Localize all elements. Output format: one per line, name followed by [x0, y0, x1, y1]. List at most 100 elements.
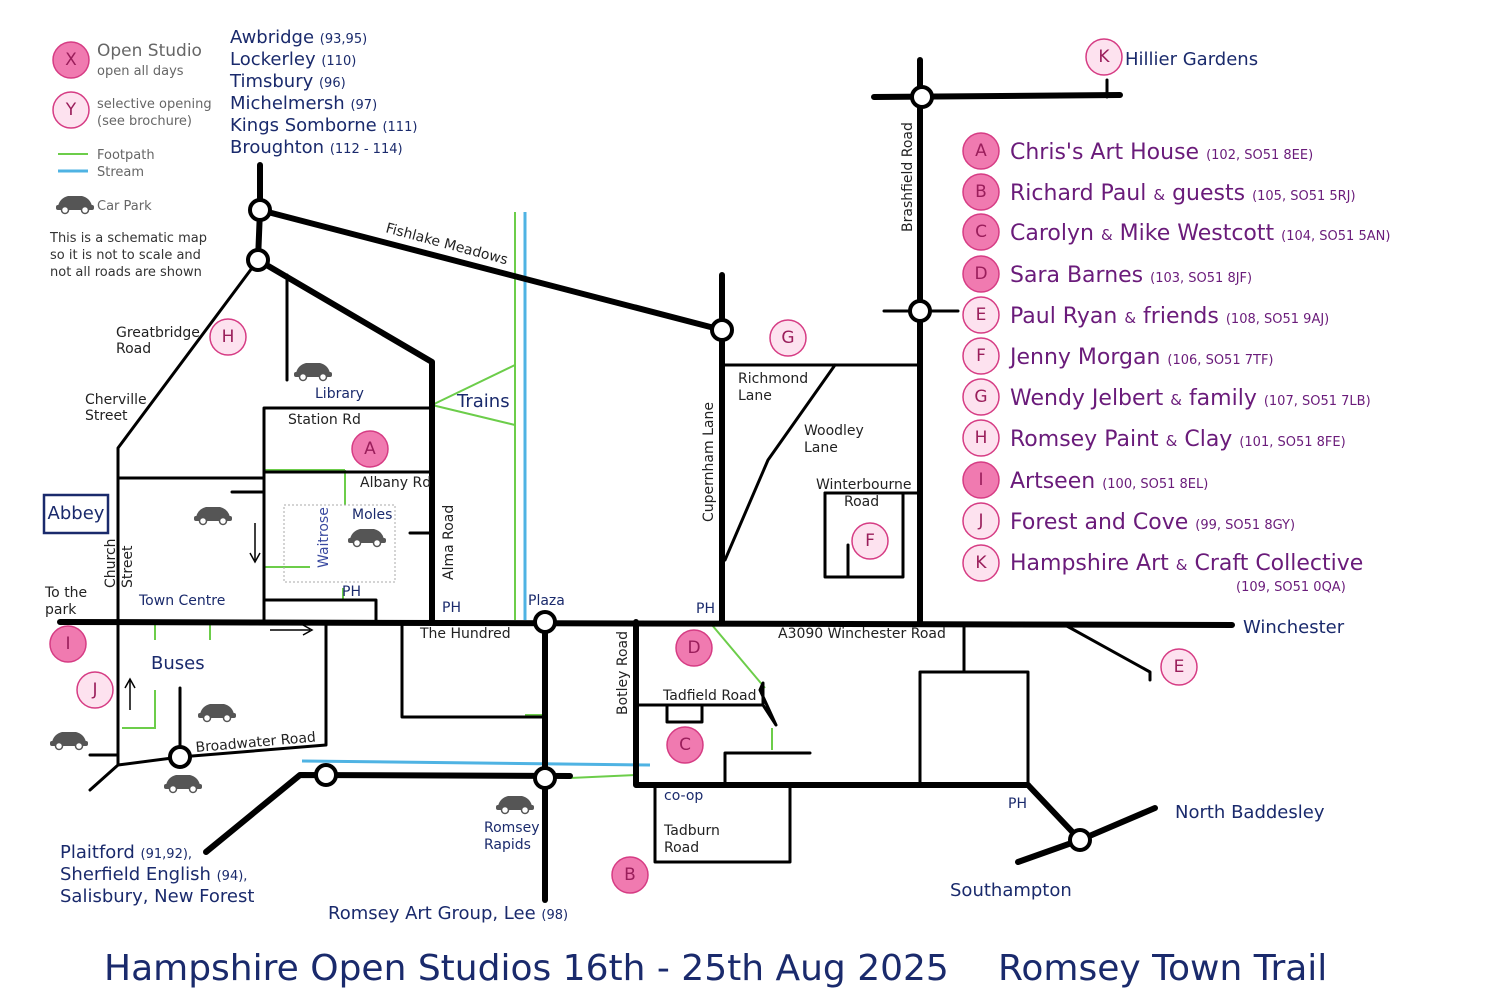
text: F	[865, 531, 875, 551]
road-labels: Fishlake Meadows Brashfield Road Greatbr…	[85, 122, 946, 856]
text: Awbridge	[230, 27, 314, 48]
circle	[962, 255, 1000, 293]
studio-marker-i[interactable]: I	[49, 625, 87, 663]
studio-list-item-h[interactable]: H Romsey Paint & Clay (101, SO51 8FE)	[962, 419, 1346, 457]
studio-marker-h[interactable]: H	[209, 318, 247, 356]
footpaths	[122, 212, 773, 779]
text: Carolyn	[1010, 221, 1094, 246]
studio-list-item-c[interactable]: C Carolyn & Mike Westcott (104, SO51 5AN…	[962, 213, 1390, 251]
place-name: Kings Somborne (111)	[230, 115, 417, 136]
text: family	[1189, 386, 1257, 411]
brashfield-road-label: Brashfield Road	[900, 122, 916, 232]
road	[723, 363, 837, 562]
studio-list-item-f[interactable]: F Jenny Morgan (106, SO51 7TF)	[962, 337, 1274, 375]
text: Salisbury, New Forest	[60, 886, 254, 907]
text: guests	[1172, 181, 1245, 206]
road	[257, 207, 725, 333]
studio-list-item-a[interactable]: A Chris's Art House (102, SO51 8EE)	[962, 132, 1313, 170]
text: friends	[1143, 304, 1219, 329]
studio-marker-k[interactable]: K	[1085, 38, 1123, 76]
north-baddesley-label: North Baddesley	[1175, 802, 1325, 823]
text: K	[1098, 47, 1110, 67]
studio-list-item-b[interactable]: B Richard Paul & guests (105, SO51 5RJ)	[962, 173, 1356, 211]
footpath	[569, 774, 637, 779]
road	[255, 257, 435, 625]
romsey-art-group-ref: (98)	[541, 908, 568, 923]
studio-list-item-g[interactable]: G Wendy Jelbert & family (107, SO51 7LB)	[962, 378, 1371, 416]
station-rd-label: Station Rd	[288, 412, 361, 428]
studio-list-item-k[interactable]: K Hampshire Art & Craft Collective (109,…	[962, 544, 1363, 595]
selective-marker-letter: Y	[65, 100, 77, 120]
place-name: Michelmersh (97)	[230, 93, 377, 114]
studio-marker-j[interactable]: J	[76, 671, 114, 709]
text: (111)	[382, 120, 417, 135]
waitrose-area	[283, 504, 396, 583]
circle	[351, 430, 389, 468]
ph-label: PH	[442, 600, 461, 616]
stream-label: Stream	[97, 165, 144, 180]
road	[203, 772, 573, 855]
car-park-label: Car Park	[97, 199, 152, 214]
tadburn-road-label-1: Tadburn	[663, 823, 720, 839]
circle	[209, 318, 247, 356]
studio-markers: A B C D E F G H I J K	[49, 38, 1198, 894]
text: F	[976, 346, 986, 366]
studio-list-item-i[interactable]: I Artseen (100, SO51 8EL)	[962, 461, 1208, 499]
ph-label: PH	[342, 584, 361, 600]
text: C	[679, 735, 691, 755]
roundabout	[710, 318, 734, 342]
albany-rd-label: Albany Rd	[360, 475, 431, 491]
text: &	[1153, 186, 1165, 204]
minor-roads	[88, 78, 1152, 864]
circle	[962, 419, 1000, 457]
car-park-icon	[163, 774, 203, 794]
road	[823, 491, 905, 579]
text: Clay	[1184, 427, 1232, 452]
studio-list-item-d[interactable]: D Sara Barnes (103, SO51 8JF)	[962, 255, 1252, 293]
hillier-gardens-label: Hillier Gardens	[1125, 49, 1258, 70]
text: E	[1174, 657, 1185, 677]
road	[665, 703, 704, 724]
roundabout	[908, 299, 932, 323]
footer-trail-title: Romsey Town Trail	[998, 948, 1327, 989]
studio-marker-b[interactable]: B	[611, 856, 649, 894]
roundabout	[910, 85, 934, 109]
schematic-note-2: so it is not to scale and	[50, 248, 201, 263]
studio-list-item-j[interactable]: J Forest and Cove (99, SO51 8GY)	[962, 502, 1295, 540]
text: (97)	[350, 98, 377, 113]
text: (110)	[321, 54, 356, 69]
text: (93,95)	[320, 32, 367, 47]
studio-marker-f[interactable]: F	[851, 522, 889, 560]
text: (99, SO51 8GY)	[1195, 518, 1295, 533]
text: (109, SO51 0QA)	[1236, 580, 1346, 595]
moles-label: Moles	[352, 507, 392, 523]
ph-label: PH	[696, 601, 715, 617]
roundabout	[533, 610, 557, 634]
circle	[962, 378, 1000, 416]
southampton-label: Southampton	[950, 880, 1072, 901]
car-park-icon	[347, 528, 387, 548]
road	[57, 619, 1235, 628]
place-name: Sherfield English (94),	[60, 864, 247, 885]
studio-marker-d[interactable]: D	[675, 629, 713, 667]
studio-marker-c[interactable]: C	[666, 726, 704, 764]
text: I	[978, 470, 983, 490]
text: Hampshire Art	[1010, 551, 1169, 576]
studio-marker-a[interactable]: A	[351, 430, 389, 468]
roundabout	[246, 248, 270, 272]
text: (100, SO51 8EL)	[1102, 477, 1208, 492]
line	[249, 552, 261, 564]
text: H	[975, 428, 988, 448]
text: (94),	[217, 869, 248, 884]
church-street-label-1: Church	[103, 538, 119, 588]
road	[1063, 623, 1152, 682]
studio-marker-g[interactable]: G	[769, 319, 807, 357]
studio-list-item-e[interactable]: E Paul Ryan & friends (108, SO51 9AJ)	[962, 296, 1329, 334]
open-studio-marker-letter: X	[65, 50, 77, 70]
circle	[962, 132, 1000, 170]
cherville-street-label-1: Cherville	[85, 392, 147, 408]
text: Wendy Jelbert	[1010, 386, 1164, 411]
footer-event-title: Hampshire Open Studios 16th - 25th Aug 2…	[104, 948, 949, 989]
text: I	[65, 634, 70, 654]
studio-marker-e[interactable]: E	[1160, 648, 1198, 686]
